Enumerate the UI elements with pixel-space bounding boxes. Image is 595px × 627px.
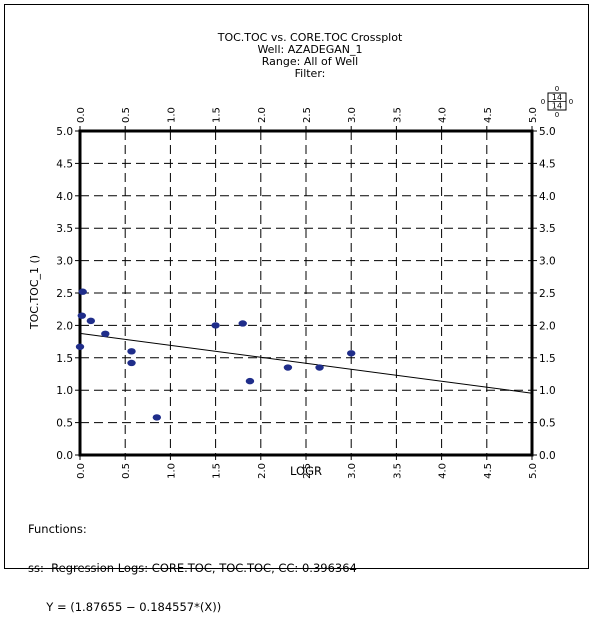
x-tick-label-top: 2.0 xyxy=(257,107,268,123)
x-tick-label-bottom: 2.5 xyxy=(302,463,313,479)
chart-title: TOC.TOC vs. CORE.TOC Crossplot xyxy=(217,31,403,44)
y-tick-label-right: 0.5 xyxy=(539,418,556,430)
x-tick-label-top: 5.0 xyxy=(528,107,539,123)
y-tick-label-right: 4.0 xyxy=(539,191,556,203)
scale-box-top: 0 xyxy=(555,85,559,93)
y-tick-label-left: 0.5 xyxy=(56,418,73,430)
x-tick-label-top: 3.0 xyxy=(347,107,358,123)
x-tick-label-bottom: 2.0 xyxy=(257,463,268,479)
y-tick-label-right: 0.0 xyxy=(539,450,556,462)
y-tick-label-left: 2.5 xyxy=(56,288,73,300)
x-tick-label-top: 4.5 xyxy=(483,107,494,123)
data-point xyxy=(77,312,87,319)
scale-box-left: 0 xyxy=(541,98,545,106)
crossplot-svg: 0 14 14 0 0 0 TOC.TOC_1 () LOGR 0.00.00.… xyxy=(28,85,573,479)
functions-block: Functions: ss: Regression Logs: CORE.TOC… xyxy=(28,497,357,627)
scale-box-lower: 14 xyxy=(552,102,562,111)
x-tick-label-bottom: 1.5 xyxy=(212,463,223,479)
x-tick-label-bottom: 3.5 xyxy=(392,463,403,479)
x-tick-label-bottom: 0.5 xyxy=(121,463,132,479)
data-point xyxy=(75,343,85,350)
y-tick-label-left: 0.0 xyxy=(56,450,73,462)
y-tick-label-left: 5.0 xyxy=(56,126,73,138)
y-tick-label-right: 1.0 xyxy=(539,385,556,397)
x-tick-label-bottom: 4.0 xyxy=(438,463,449,479)
data-point xyxy=(211,322,220,329)
x-tick-label-top: 3.5 xyxy=(392,107,403,123)
data-point xyxy=(283,364,293,371)
x-tick-label-bottom: 0.0 xyxy=(76,463,87,479)
functions-heading: Functions: xyxy=(28,522,87,536)
data-point xyxy=(347,350,356,357)
x-axis-label: LOGR xyxy=(290,464,322,478)
chart-subtitle-filter: Filter: xyxy=(294,67,326,80)
data-point xyxy=(238,320,247,327)
title-block: TOC.TOC vs. CORE.TOC Crossplot Well: AZA… xyxy=(150,32,470,80)
scale-box-right: 0 xyxy=(569,98,573,106)
x-tick-label-top: 0.5 xyxy=(121,107,132,123)
y-tick-label-right: 3.0 xyxy=(539,256,556,268)
y-axis-label: TOC.TOC_1 () xyxy=(28,255,41,330)
x-tick-label-bottom: 1.0 xyxy=(166,463,177,479)
scale-box-bottom: 0 xyxy=(555,111,559,119)
y-tick-label-right: 1.5 xyxy=(539,353,556,365)
y-tick-label-right: 5.0 xyxy=(539,126,556,138)
x-tick-label-top: 4.0 xyxy=(438,107,449,123)
y-tick-label-left: 4.0 xyxy=(56,191,73,203)
scale-box-upper: 14 xyxy=(552,93,562,102)
data-point xyxy=(127,348,136,355)
regression-equation: Y = (1.87655 − 0.184557*(X)) xyxy=(28,600,222,614)
regression-line xyxy=(79,332,533,394)
regression-description: ss: Regression Logs: CORE.TOC, TOC.TOC, … xyxy=(28,561,357,575)
chart-frame xyxy=(4,4,589,569)
x-tick-label-bottom: 4.5 xyxy=(483,463,494,479)
y-tick-label-right: 3.5 xyxy=(539,223,556,235)
y-tick-label-right: 2.5 xyxy=(539,288,556,300)
data-point xyxy=(127,359,136,367)
x-tick-label-top: 1.0 xyxy=(166,107,177,123)
data-point xyxy=(245,377,255,385)
y-tick-label-left: 2.0 xyxy=(56,320,73,332)
chart-subtitle-range: Range: All of Well xyxy=(261,55,359,68)
x-tick-label-bottom: 5.0 xyxy=(528,463,539,479)
x-tick-label-top: 0.0 xyxy=(76,107,87,123)
y-tick-label-left: 4.5 xyxy=(56,158,73,170)
y-tick-label-left: 3.5 xyxy=(56,223,73,235)
y-tick-label-right: 4.5 xyxy=(539,158,556,170)
y-tick-label-left: 3.0 xyxy=(56,256,73,268)
data-point xyxy=(86,317,96,325)
x-tick-label-top: 2.5 xyxy=(302,107,313,123)
data-point xyxy=(315,364,324,371)
y-tick-label-right: 2.0 xyxy=(539,320,556,332)
x-tick-label-top: 1.5 xyxy=(212,107,223,123)
data-point xyxy=(78,288,87,295)
scale-box: 0 14 14 0 0 0 xyxy=(541,85,573,119)
chart-subtitle-well: Well: AZADEGAN_1 xyxy=(257,43,363,56)
data-point xyxy=(152,414,162,421)
y-tick-label-left: 1.0 xyxy=(56,385,73,397)
x-tick-label-bottom: 3.0 xyxy=(347,463,358,479)
y-tick-label-left: 1.5 xyxy=(56,353,73,365)
data-point xyxy=(101,330,110,338)
